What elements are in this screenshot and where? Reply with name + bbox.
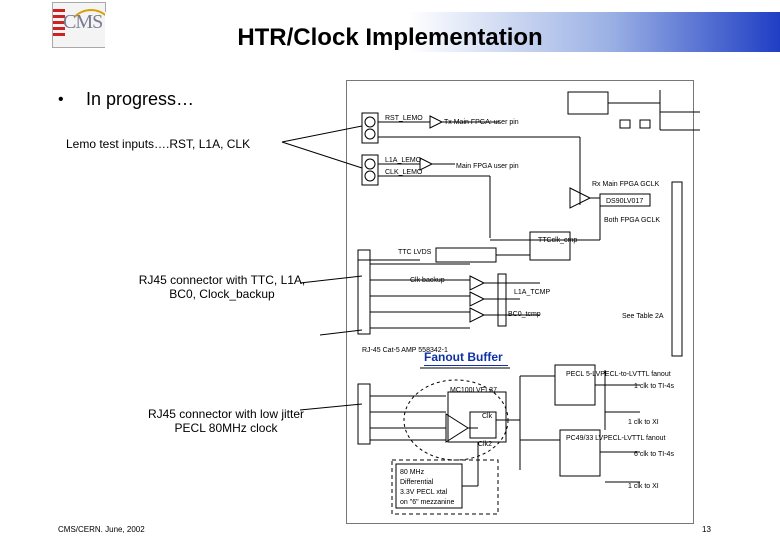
logo-stripe — [53, 33, 65, 36]
sch-label: 80 MHz — [400, 469, 425, 476]
callout-rj45-pecl-line1: RJ45 connector with low jitter — [147, 407, 305, 421]
sch-label: Main FPGA user pin — [456, 163, 519, 170]
sch-label: CLK_LEMO — [385, 169, 423, 176]
pointer-line — [299, 275, 363, 284]
sch-label: DS90LV017 — [606, 198, 643, 205]
lemo-pin — [364, 158, 376, 170]
sch-label: Tx Main FPGA: user pin — [444, 119, 519, 126]
sch-label: L1A_LEMO — [385, 157, 422, 164]
pointer-line — [299, 403, 363, 411]
sch-label: Clk backup — [410, 277, 445, 284]
sch-label: See Table 2A — [622, 313, 664, 320]
sch-label: BC0_tcmp — [508, 311, 541, 318]
callout-rj45-ttc-line1: RJ45 connector with TTC, L1A, — [138, 273, 306, 287]
lemo-pin — [364, 128, 376, 140]
sch-label: RJ-45 Cat-5 AMP 558342-1 — [362, 347, 448, 354]
lemo-pin — [364, 170, 376, 182]
sch-label: MC100LVEL37 — [450, 387, 497, 394]
lemo-connector — [361, 154, 379, 186]
sch-label: TTCclk_cmp — [538, 237, 577, 244]
sch-label: L1A_TCMP — [514, 289, 551, 296]
callout-rj45-ttc: RJ45 connector with TTC, L1A, BC0, Clock… — [122, 273, 322, 301]
bullet-icon: • — [58, 91, 64, 108]
sch-label: TTC LVDS — [398, 249, 432, 256]
footer-text: CMS/CERN. June, 2002 — [58, 525, 145, 534]
page-number: 13 — [702, 525, 711, 534]
logo-stripe — [53, 15, 65, 18]
title-bar — [105, 12, 780, 52]
bullet-text: In progress… — [86, 89, 195, 109]
sch-label: 3.3V PECL xtal — [400, 489, 448, 496]
cms-logo-icon: CMS — [52, 2, 106, 48]
sch-label: 1 clk to TI-4s — [634, 383, 674, 390]
sch-label: PC49/33 LVPECL-LVTTL fanout — [566, 435, 666, 442]
sch-label: 1 clk to XI — [628, 483, 659, 490]
logo-arc — [67, 9, 105, 47]
sch-label: RST_LEMO — [385, 115, 423, 122]
fanout-underline — [424, 365, 508, 366]
sch-label: Differential — [400, 479, 434, 486]
sch-label: 1 clk to XI — [628, 419, 659, 426]
fanout-buffer-label: Fanout Buffer — [424, 350, 503, 364]
sch-label: on "6" mezzanine — [400, 499, 454, 506]
logo-stripe — [53, 27, 65, 30]
callout-lemo: Lemo test inputs….RST, L1A, CLK — [66, 137, 251, 151]
pointer-line — [281, 141, 363, 169]
pointer-line — [319, 329, 363, 336]
logo-text: CMS — [63, 11, 103, 33]
logo-stripe — [53, 9, 65, 12]
sch-label: 6 clk to TI-4s — [634, 451, 674, 458]
sch-label: Clk2 — [478, 441, 492, 448]
sch-label: Rx Main FPGA GCLK — [592, 181, 660, 188]
callout-rj45-pecl-line2: PECL 80MHz clock — [174, 421, 278, 435]
logo-stripe — [53, 21, 65, 24]
sch-label: Both FPGA GCLK — [604, 217, 660, 224]
slide-title: HTR/Clock Implementation — [237, 24, 543, 51]
sch-label: PECL 5-LVPECL-to-LVTTL fanout — [566, 371, 671, 378]
callout-rj45-pecl: RJ45 connector with low jitter PECL 80MH… — [126, 407, 326, 435]
lemo-connector — [361, 112, 379, 144]
pointer-line — [281, 125, 363, 143]
lemo-pin — [364, 116, 376, 128]
callout-rj45-ttc-line2: BC0, Clock_backup — [169, 287, 275, 301]
sch-label: Clk — [482, 413, 493, 420]
